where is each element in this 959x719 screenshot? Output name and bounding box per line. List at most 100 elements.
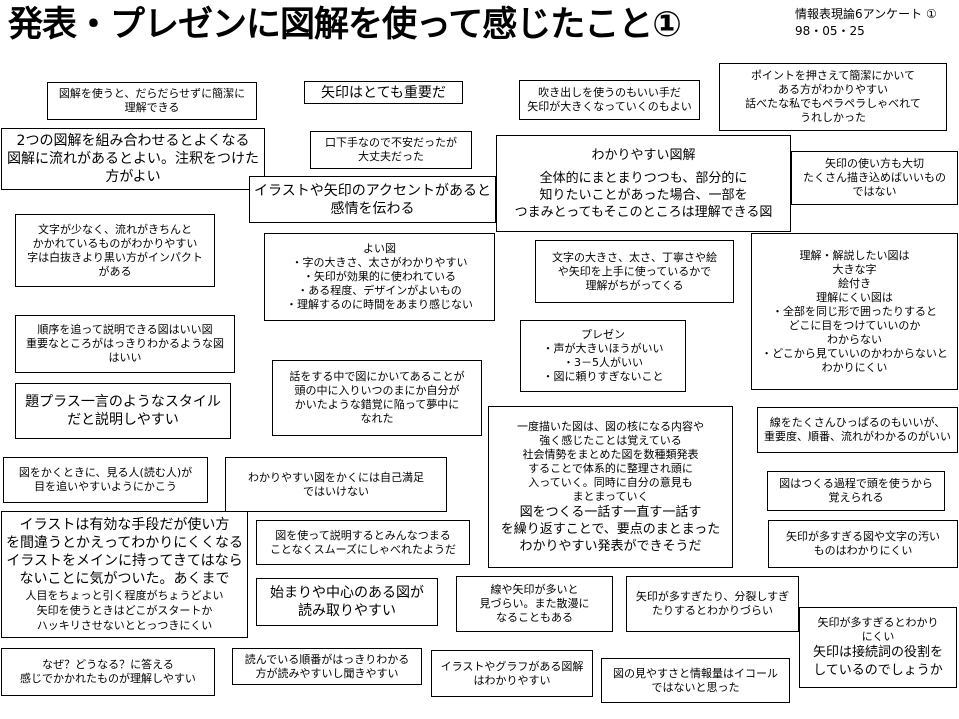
note-line: 人目をちょっと引く程度がちょうどよい <box>25 589 224 602</box>
note-line: 吹き出しを使うのもいい手だ <box>538 86 681 99</box>
note-line: ・理解するのに時間をあまり感じない <box>286 298 473 311</box>
note-line: を間違うとかえってわかりにくくなる <box>5 535 244 551</box>
note-line: まとまっていく <box>572 489 649 503</box>
note-line: ・どこから見ていいのかわからないと <box>761 346 948 360</box>
note-line: 図はつくる過程で頭を使うから <box>779 477 933 490</box>
note-card: 吹き出しを使うのもいい手だ 矢印が大きくなっていくのもよい <box>519 80 700 120</box>
note-line: 図解を使うと、だらだらせずに簡潔に <box>58 87 246 100</box>
note-card: 矢印が多すぎるとわかり にくい 矢印は接続詞の役割を しているのでしょうか <box>799 607 957 688</box>
note-card: 理解・解説したい図は 大きな字 絵付き 理解にくい図は ・全部を同じ形で囲ったり… <box>751 233 958 390</box>
note-card: 文字が少なく、流れがきちんと かかれているものがわかりやすい 字は白抜きより黒い… <box>15 214 215 287</box>
note-card: よい図 ・字の大きさ、太さがわかりやすい ・矢印が効果的に使われている ・ある程… <box>264 233 495 321</box>
note-card: 始まりや中心のある図が 読み取りやすい <box>256 578 438 626</box>
note-card: 文字の大きさ、太さ、丁寧さや絵 や矢印を上手に使っているかで 理解がちがってくる <box>535 240 734 303</box>
note-line: 方が読みやすいし聞きやすい <box>255 666 399 680</box>
note-line: 頭の中に入りいつのまにか自分が <box>294 384 460 397</box>
note-line: はわかりやすい <box>473 673 551 687</box>
note-line: 図の見やすさと情報量はイコール <box>613 666 778 680</box>
note-card: 図はつくる過程で頭を使うから 覚えられる <box>767 471 945 511</box>
note-line: たくさん描き込めばいいもの <box>803 171 946 184</box>
note-line: 矢印の使い方も大切 <box>825 157 924 170</box>
note-line: イラストや矢印のアクセントがあると <box>253 182 492 199</box>
note-card: わかりやすい図をかくには自己満足 ではいけない <box>225 457 447 512</box>
note-line: 文字の大きさ、太さ、丁寧さや絵 <box>552 250 717 264</box>
note-line: 見づらい。また散漫に <box>479 597 590 610</box>
note-card: イラストやグラフがある図解 はわかりやすい <box>431 650 593 697</box>
note-line: 強く感じたことは覚えている <box>539 433 682 447</box>
note-line: 入っていく。同時に自分の意見も <box>528 475 693 489</box>
note-line: 矢印は接続詞の役割を <box>812 644 943 660</box>
note-line: ある方がわかりやすい <box>778 83 888 96</box>
note-card: イラストや矢印のアクセントがあると 感情を伝わる <box>249 176 496 223</box>
note-line: 感じでかかれたものが理解しやすい <box>20 672 196 685</box>
note-card: イラストは有効な手段だが使い方 を間違うとかえってわかりにくくなる イラストをメ… <box>1 511 248 638</box>
note-line: 図解に流れがあるとよい。注釈をつけた <box>7 151 259 167</box>
note-line: 図をつくる一話す一直す一話す <box>519 504 702 520</box>
note-line: 知りたいことがあった場合、一部を <box>539 187 748 203</box>
note-line: 社会情勢をまとめた図を数種類発表 <box>522 447 699 461</box>
note-card: なぜ？どうなる？に答える 感じでかかれたものが理解しやすい <box>1 648 215 696</box>
note-line: 字は白抜きより黒い方がインパクト <box>27 250 203 264</box>
note-card: 話をする中で図にかいてあることが 頭の中に入りいつのまにか自分が かいたような錯… <box>272 360 482 436</box>
note-line: ハッキリさせないととっつきにくい <box>36 619 213 632</box>
note-card: 矢印が多すぎたり、分裂しすぎ たりするとわかりづらい <box>626 576 799 632</box>
note-line: 話をする中で図にかいてあることが <box>289 370 465 383</box>
note-card: 線や矢印が多いと 見づらい。また散漫に なることもある <box>456 576 613 632</box>
note-line: 全体的にまとまりつつも、部分的に <box>539 170 748 186</box>
note-card: 図を使って説明するとみんなつまる ことなくスムーズにしゃべれたようだ <box>256 520 470 565</box>
note-line: わかりやすい発表ができそうだ <box>519 538 702 554</box>
note-line: 一度描いた図は、図の核になる内容や <box>517 419 704 433</box>
note-line: しているのでしょうか <box>813 662 943 678</box>
note-line: 読んでいる順番がはっきりわかる <box>244 652 410 666</box>
note-card: プレゼン ・声が大きいほうがいい ・3－5人がいい ・図に頼りすぎないこと <box>520 320 686 392</box>
note-line: 2つの図解を組み合わせるとよくなる <box>16 133 250 149</box>
note-card: ポイントを押さえて簡潔にかいて ある方がわかりやすい 話べたな私でもペラペラしゃ… <box>719 63 947 131</box>
note-line: ではいけない <box>303 484 369 498</box>
note-line: 順序を追って説明できる図はいい図 <box>37 323 213 336</box>
note-line: イラストをメインに持ってきてはなら <box>6 553 243 569</box>
note-line: 覚えられる <box>828 491 884 504</box>
note-line: ポイントを押さえて簡潔にかいて <box>750 69 916 82</box>
note-line: ・ある程度、デザインがよいもの <box>297 284 462 297</box>
note-line: 矢印を使うときはどこがスタートか <box>36 604 213 617</box>
note-line: 題プラス一言のようなスタイル <box>25 394 221 410</box>
note-line: 口下手なので不安だったが <box>325 136 457 149</box>
page-title: 発表・プレゼンに図解を使って感じたこと① <box>8 5 682 45</box>
note-line: ・3－5人がいい <box>563 356 643 369</box>
note-card: 2つの図解を組み合わせるとよくなる 図解に流れがあるとよい。注釈をつけた 方がよ… <box>1 128 265 190</box>
note-line: 文字が少なく、流れがきちんと <box>38 222 192 236</box>
note-card: 読んでいる順番がはっきりわかる 方が読みやすいし聞きやすい <box>232 648 422 685</box>
note-line: 絵付き <box>838 276 871 290</box>
note-line: 矢印はとても重要だ <box>321 84 446 101</box>
note-line: 重要なところがはっきりわかるような図 <box>26 337 224 350</box>
note-line: 理解できる <box>124 101 180 114</box>
note-line: 矢印が多すぎたり、分裂しすぎ <box>635 590 790 603</box>
note-line: ・図に頼りすぎないこと <box>542 370 664 383</box>
note-line: わからない <box>827 332 882 346</box>
note-line: 線や矢印が多いと <box>490 583 579 596</box>
note-card: 一度描いた図は、図の核になる内容や 強く感じたことは覚えている 社会情勢をまとめ… <box>488 406 733 568</box>
note-line: どこに目をつけていいのか <box>788 318 921 332</box>
note-line: 話べたな私でもペラペラしゃべれて <box>745 97 921 110</box>
note-line: 大きな字 <box>832 262 877 276</box>
note-line: ことなくスムーズにしゃべれたようだ <box>269 542 457 556</box>
note-line: 理解・解説したい図は <box>799 248 910 262</box>
note-line: 線をたくさんひっぱるのもいいが、 <box>769 416 946 429</box>
note-line: がある <box>98 264 132 278</box>
note-line: ・全部を同じ形で囲ったりすると <box>772 304 937 318</box>
note-line: を繰り返すことで、要点のまとまった <box>500 521 721 537</box>
note-line: 矢印が大きくなっていくのもよい <box>527 100 692 113</box>
note-line: ないことに気がついた。あくまで <box>19 571 230 587</box>
note-line: ではない <box>852 185 897 198</box>
note-card: 図解を使うと、だらだらせずに簡潔に 理解できる <box>47 82 257 120</box>
note-line: することで体系的に整理され頭に <box>528 461 693 475</box>
note-line: ではないと思った <box>651 680 740 694</box>
survey-info: 情報表現論6アンケート ① 98・05・25 <box>795 6 937 40</box>
note-line: 図をかくときに、見る人(読む人)が <box>18 466 193 479</box>
note-line: うれしかった <box>800 111 866 124</box>
note-line: ものはわかりにくい <box>813 544 913 557</box>
note-line: たりするとわかりづらい <box>652 604 773 617</box>
note-line: わかりやすい図をかくには自己満足 <box>248 470 424 484</box>
note-card: 図の見やすさと情報量はイコール ではないと思った <box>601 658 790 703</box>
note-line: なれた <box>360 412 394 425</box>
